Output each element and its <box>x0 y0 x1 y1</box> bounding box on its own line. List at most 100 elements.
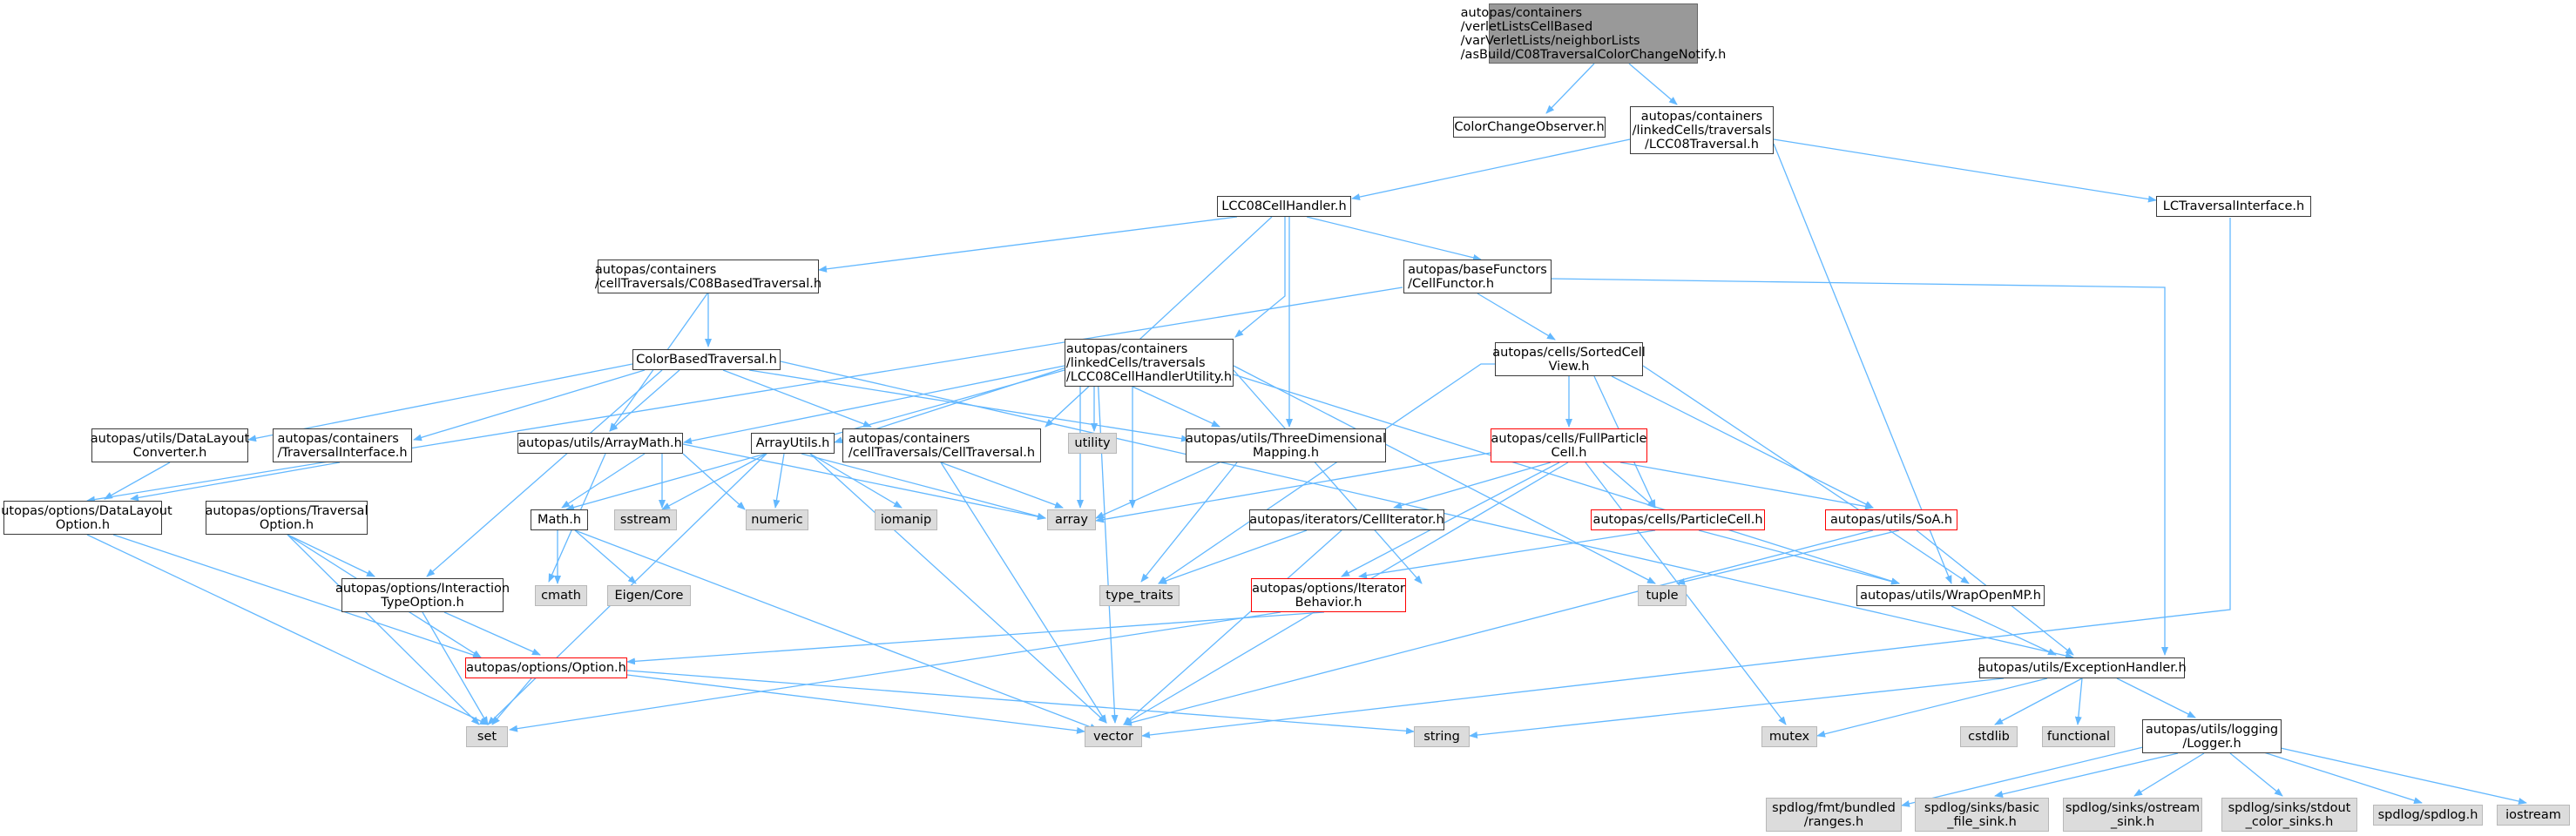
node-lcc08cellhandler[interactable]: LCC08CellHandler.h <box>1217 196 1351 217</box>
node-datalayoutconverter[interactable]: autopas/utils/DataLayout Converter.h <box>91 428 249 462</box>
node-datalayoutoption[interactable]: autopas/options/DataLayout Option.h <box>0 501 172 535</box>
node-cmath[interactable]: cmath <box>535 585 587 606</box>
node-fullparticlecell[interactable]: autopas/cells/FullParticle Cell.h <box>1491 428 1647 462</box>
dependency-edge <box>1132 386 1220 428</box>
node-exceptionhandler[interactable]: autopas/utils/ExceptionHandler.h <box>1978 657 2187 678</box>
dependency-edge <box>2247 746 2423 805</box>
node-wrapopenmp[interactable]: autopas/utils/WrapOpenMP.h <box>1856 585 2045 606</box>
dependency-edge <box>1698 529 1900 585</box>
node-option[interactable]: autopas/options/Option.h <box>465 657 627 678</box>
node-spdlog-stdout-color-sinks[interactable]: spdlog/sinks/stdout _color_sinks.h <box>2221 798 2357 832</box>
dependency-edge <box>1393 462 1552 509</box>
dependency-edge <box>426 369 663 577</box>
dependency-edge <box>574 529 637 584</box>
node-label: spdlog/sinks/basic _file_sink.h <box>1924 800 2040 829</box>
node-cellfunctor[interactable]: autopas/baseFunctors /CellFunctor.h <box>1403 260 1552 293</box>
node-lctraversalinterface[interactable]: LCTraversalInterface.h <box>2156 196 2311 217</box>
dependency-edge <box>1642 365 1970 584</box>
node-arrayutils[interactable]: ArrayUtils.h <box>751 433 835 454</box>
node-label: autopas/options/Option.h <box>466 661 626 675</box>
node-set[interactable]: set <box>466 726 508 747</box>
dependency-edge <box>1545 63 1595 114</box>
dependency-edge <box>1234 217 1286 338</box>
node-iomanip[interactable]: iomanip <box>875 509 937 530</box>
node-functional[interactable]: functional <box>2042 726 2115 747</box>
node-numeric[interactable]: numeric <box>746 509 808 530</box>
node-label: LCC08CellHandler.h <box>1221 199 1347 213</box>
node-sortedcellview[interactable]: autopas/cells/SortedCell View.h <box>1492 342 1646 376</box>
dependency-edge <box>1477 293 1556 340</box>
node-label: spdlog/sinks/ostream _sink.h <box>2065 800 2201 829</box>
node-label: autopas/containers /linkedCells/traversa… <box>1632 109 1772 152</box>
node-particlecell[interactable]: autopas/cells/ParticleCell.h <box>1591 509 1765 530</box>
node-label: autopas/options/DataLayout Option.h <box>0 503 172 532</box>
node-arraymath[interactable]: autopas/utils/ArrayMath.h <box>517 433 683 454</box>
node-label: utility <box>1074 436 1111 450</box>
node-threedimensionalmapping[interactable]: autopas/utils/ThreeDimensional Mapping.h <box>1186 428 1386 462</box>
dependency-edge <box>609 369 680 432</box>
node-spdlog-ostream-sink[interactable]: spdlog/sinks/ostream _sink.h <box>2063 798 2202 832</box>
dependency-edge <box>2074 678 2083 725</box>
node-spdlog-spdlog[interactable]: spdlog/spdlog.h <box>2373 805 2483 826</box>
node-traversaloption[interactable]: autopas/options/Traversal Option.h <box>206 501 368 535</box>
node-logger[interactable]: autopas/utils/logging /Logger.h <box>2142 719 2282 753</box>
node-tuple[interactable]: tuple <box>1638 585 1687 606</box>
dependency-edge <box>1158 529 1308 584</box>
node-root-c08traversalcolorchangenotify[interactable]: autopas/containers /verletListsCellBased… <box>1461 3 1726 64</box>
node-lcc08cellhandlerutility[interactable]: autopas/containers /linkedCells/traversa… <box>1065 339 1234 387</box>
node-sstream[interactable]: sstream <box>614 509 677 530</box>
dependency-edge <box>1994 752 2179 798</box>
node-label: autopas/utils/SoA.h <box>1829 513 1953 527</box>
node-type-traits[interactable]: type_traits <box>1099 585 1180 606</box>
node-label: autopas/utils/ThreeDimensional Mapping.h <box>1185 431 1387 460</box>
dependency-edge <box>2133 752 2205 797</box>
dependency-edge <box>1469 678 2005 739</box>
dependency-edge <box>2229 752 2283 797</box>
dependency-edge <box>722 369 872 428</box>
dependency-edge <box>413 369 646 442</box>
node-colorchangeobserver[interactable]: ColorChangeObserver.h <box>1453 117 1606 138</box>
node-iostream[interactable]: iostream <box>2497 805 2570 826</box>
node-interactiontypeoption[interactable]: autopas/options/Interaction TypeOption.h <box>335 578 510 612</box>
node-label: LCTraversalInterface.h <box>2162 199 2305 213</box>
node-label: autopas/containers /TraversalInterface.h <box>277 431 408 460</box>
dependency-edge <box>287 534 480 725</box>
dependency-edge <box>626 670 1415 735</box>
node-label: autopas/containers /verletListsCellBased… <box>1460 5 1727 62</box>
node-iteratorbehavior[interactable]: autopas/options/Iterator Behavior.h <box>1251 578 1406 612</box>
node-mutex[interactable]: mutex <box>1761 726 1817 747</box>
node-celltraversal[interactable]: autopas/containers /cellTraversals/CellT… <box>842 428 1041 462</box>
dependency-edge <box>1351 138 1631 201</box>
dependency-edge <box>1951 605 2057 656</box>
node-spdlog-ranges[interactable]: spdlog/fmt/bundled /ranges.h <box>1766 798 1902 832</box>
node-label: spdlog/fmt/bundled /ranges.h <box>1772 800 1896 829</box>
node-label: autopas/options/Interaction TypeOption.h <box>335 581 510 610</box>
dependency-edge <box>104 462 171 500</box>
node-label: autopas/containers /cellTraversals/CellT… <box>848 431 1036 460</box>
dependency-edge <box>509 611 1281 732</box>
node-array[interactable]: array <box>1047 509 1096 530</box>
node-utility[interactable]: utility <box>1068 433 1117 454</box>
node-string[interactable]: string <box>1414 726 1470 747</box>
node-label: Eigen/Core <box>614 589 684 603</box>
node-soa[interactable]: autopas/utils/SoA.h <box>1825 509 1957 530</box>
node-celliterator[interactable]: autopas/iterators/CellIterator.h <box>1249 509 1444 530</box>
dependency-edge <box>561 453 646 509</box>
node-colorbasedtraversal[interactable]: ColorBasedTraversal.h <box>632 349 781 370</box>
node-spdlog-basic-file-sink[interactable]: spdlog/sinks/basic _file_sink.h <box>1915 798 2049 832</box>
node-eigen-core[interactable]: Eigen/Core <box>607 585 691 606</box>
node-label: ArrayUtils.h <box>755 436 830 450</box>
dependency-edge <box>130 462 341 502</box>
dependency-edge <box>1141 218 2231 738</box>
node-math[interactable]: Math.h <box>531 509 588 530</box>
node-label: cstdlib <box>1968 730 2010 744</box>
node-label: ColorBasedTraversal.h <box>636 353 777 367</box>
node-label: autopas/baseFunctors /CellFunctor.h <box>1408 262 1547 291</box>
node-cstdlib[interactable]: cstdlib <box>1960 726 2018 747</box>
node-vector[interactable]: vector <box>1085 726 1142 747</box>
node-lcc08traversal[interactable]: autopas/containers /linkedCells/traversa… <box>1630 106 1774 154</box>
node-c08basedtraversal[interactable]: autopas/containers /cellTraversals/C08Ba… <box>595 260 821 293</box>
node-traversalinterface[interactable]: autopas/containers /TraversalInterface.h <box>273 428 412 462</box>
node-label: mutex <box>1768 730 1810 744</box>
